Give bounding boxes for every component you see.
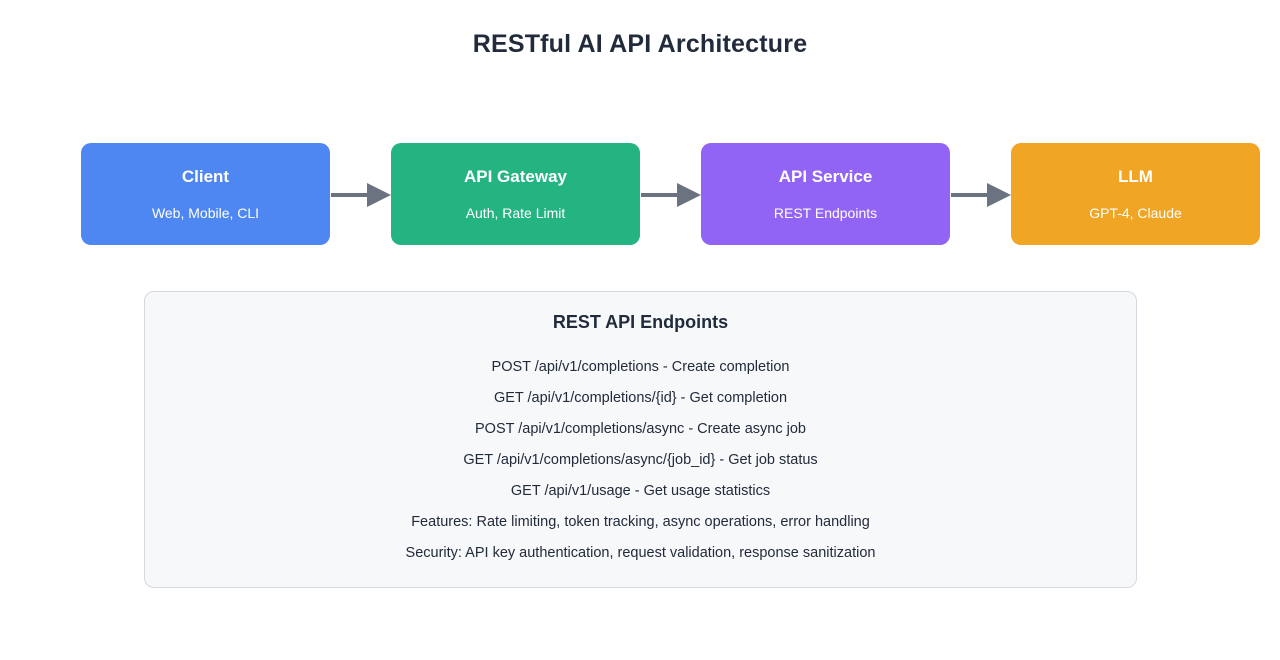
flow-node-title: API Service bbox=[778, 166, 873, 186]
architecture-flow-row: Client Web, Mobile, CLI API Gateway Auth… bbox=[81, 143, 1260, 245]
flow-node-subtitle: GPT-4, Claude bbox=[1089, 204, 1182, 221]
flow-node-api-service[interactable]: API Service REST Endpoints bbox=[701, 143, 950, 245]
endpoint-line: Security: API key authentication, reques… bbox=[405, 545, 876, 561]
flow-node-llm[interactable]: LLM GPT-4, Claude bbox=[1011, 143, 1260, 245]
page-title: RESTful AI API Architecture bbox=[472, 30, 808, 58]
arrow-line bbox=[951, 193, 989, 197]
flow-node-subtitle: Web, Mobile, CLI bbox=[151, 204, 260, 221]
endpoint-line: Features: Rate limiting, token tracking,… bbox=[411, 514, 870, 530]
endpoint-line: GET /api/v1/usage - Get usage statistics bbox=[510, 483, 771, 499]
flow-node-client[interactable]: Client Web, Mobile, CLI bbox=[81, 143, 330, 245]
flow-node-subtitle: REST Endpoints bbox=[773, 204, 878, 221]
flow-node-title: API Gateway bbox=[464, 166, 567, 186]
endpoint-line: GET /api/v1/completions/async/{job_id} -… bbox=[463, 452, 818, 468]
arrow-head-icon bbox=[367, 183, 391, 207]
arrow-api-gateway-to-api-service bbox=[641, 183, 701, 207]
flow-node-subtitle: Auth, Rate Limit bbox=[465, 204, 566, 221]
arrow-line bbox=[331, 193, 369, 197]
arrow-client-to-api-gateway bbox=[331, 183, 391, 207]
arrow-head-icon bbox=[987, 183, 1011, 207]
flow-node-title: LLM bbox=[1118, 166, 1153, 186]
endpoint-list: POST /api/v1/completions - Create comple… bbox=[145, 352, 1136, 569]
arrow-head-icon bbox=[677, 183, 701, 207]
arrow-api-service-to-llm bbox=[951, 183, 1011, 207]
flow-node-title: Client bbox=[181, 166, 230, 186]
endpoint-line: POST /api/v1/completions - Create comple… bbox=[491, 359, 790, 375]
endpoint-line: GET /api/v1/completions/{id} - Get compl… bbox=[493, 390, 788, 406]
rest-api-endpoints-panel: REST API Endpoints POST /api/v1/completi… bbox=[144, 291, 1137, 588]
endpoint-line: POST /api/v1/completions/async - Create … bbox=[475, 421, 806, 437]
panel-heading: REST API Endpoints bbox=[552, 312, 729, 332]
flow-node-api-gateway[interactable]: API Gateway Auth, Rate Limit bbox=[391, 143, 640, 245]
arrow-line bbox=[641, 193, 679, 197]
